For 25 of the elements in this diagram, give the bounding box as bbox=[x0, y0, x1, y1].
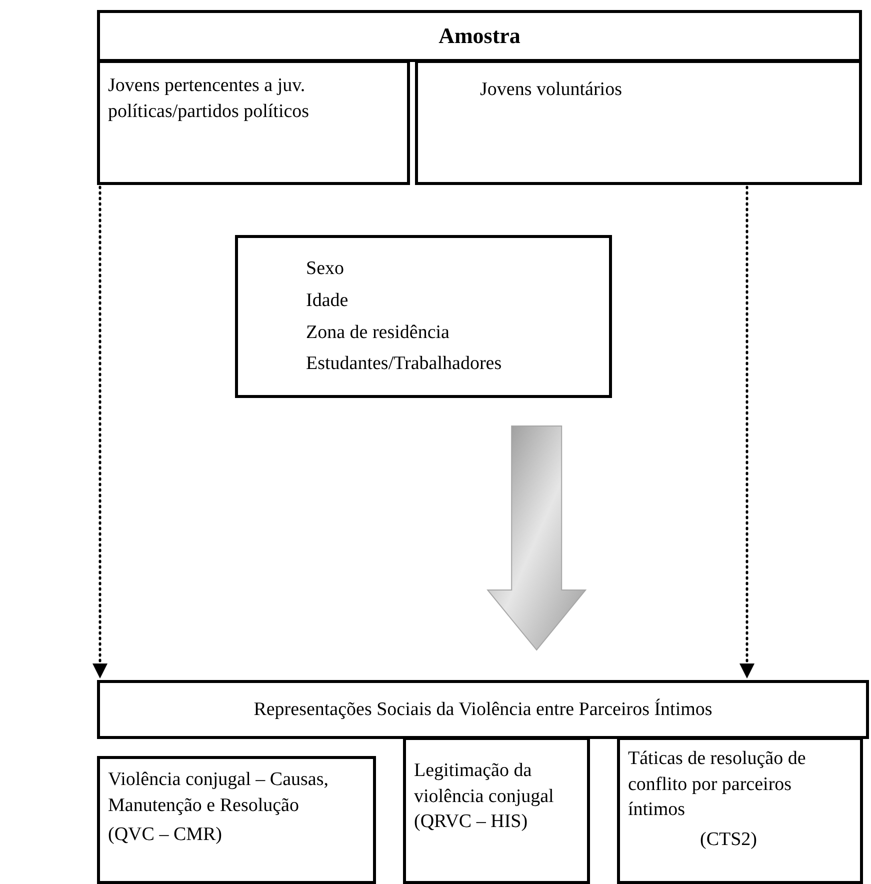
box-text: Táticas de resolução de conflito por parceiros íntimos bbox=[628, 747, 807, 822]
text-box bbox=[97, 60, 410, 185]
box-text: (QRVC – HIS) bbox=[414, 810, 529, 834]
text-box bbox=[97, 10, 862, 62]
text-box bbox=[403, 737, 590, 884]
box-text: Legitimação da violência conjugal bbox=[414, 759, 555, 809]
text-box bbox=[415, 60, 862, 185]
box-text: Zona de residência bbox=[306, 320, 450, 344]
box-text: (CTS2) bbox=[699, 828, 758, 852]
text-box bbox=[97, 756, 376, 884]
box-text: Violência conjugal – Causas, Manutenção e Resolução bbox=[108, 768, 330, 818]
box-text: (QVC – CMR) bbox=[108, 823, 224, 848]
dotted-arrow bbox=[740, 186, 754, 678]
heading: Amostra bbox=[438, 22, 522, 50]
box-text: Representações Sociais da Violência entre Parceiros Íntimos bbox=[252, 698, 714, 722]
text-box bbox=[97, 680, 869, 739]
box-text: Estudantes/Trabalhadores bbox=[306, 352, 503, 376]
dotted-arrow bbox=[92, 186, 108, 678]
box-text: Jovens voluntários bbox=[480, 78, 623, 102]
text-box bbox=[235, 235, 612, 398]
block-arrow bbox=[486, 426, 587, 651]
box-text: Jovens pertencentes a juv. políticas/partidos políticos bbox=[108, 74, 310, 124]
box-text: Sexo bbox=[306, 257, 345, 282]
text-box bbox=[617, 737, 863, 884]
box-text: Idade bbox=[306, 288, 350, 313]
